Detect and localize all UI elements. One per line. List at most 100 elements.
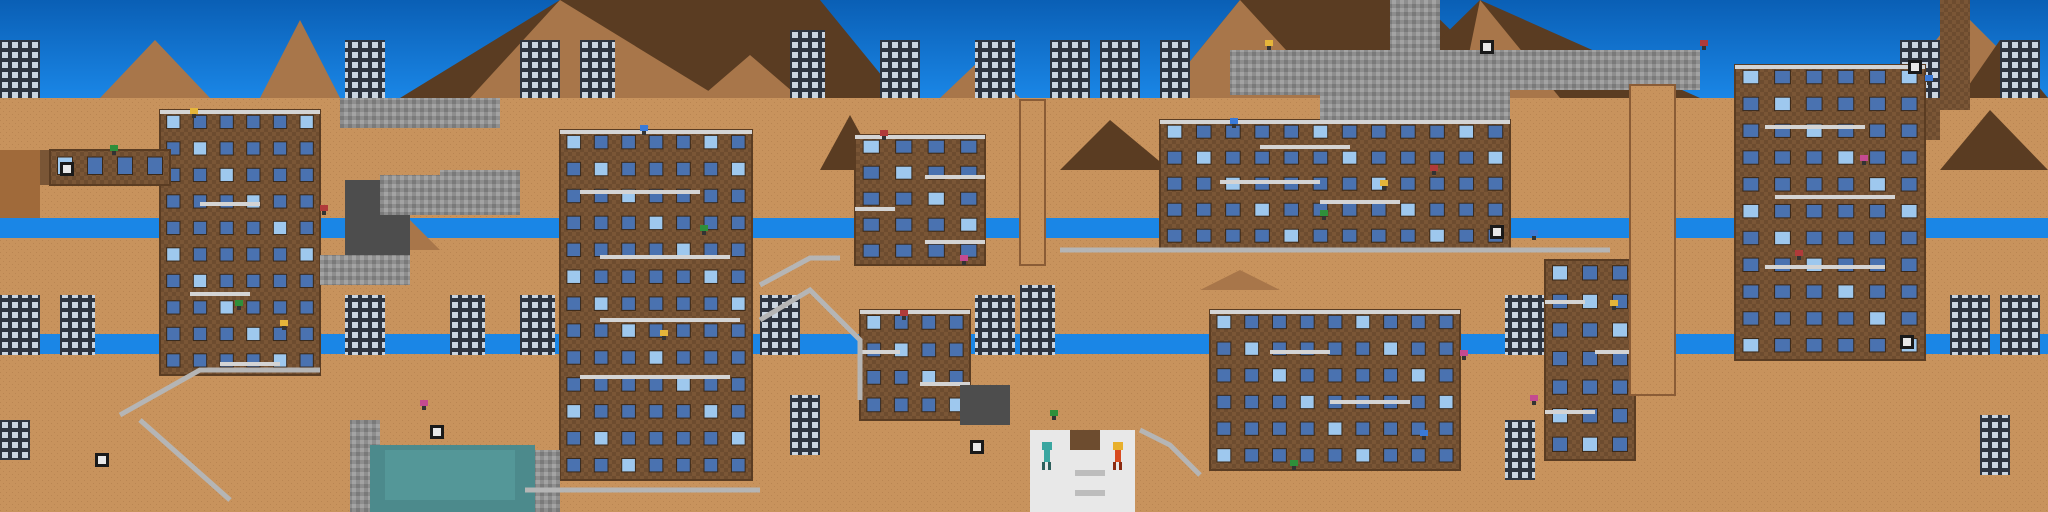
skyscraper	[345, 295, 385, 355]
window	[1438, 314, 1454, 330]
window	[1283, 150, 1300, 165]
window	[593, 161, 609, 177]
window	[1216, 421, 1232, 436]
ledge	[925, 175, 985, 179]
enemy-sprite	[1265, 40, 1273, 50]
ledge	[220, 362, 280, 366]
enemy-sprite	[110, 145, 118, 155]
window	[1900, 257, 1918, 273]
window	[1195, 124, 1212, 139]
window	[895, 139, 913, 154]
window	[299, 220, 314, 236]
window	[1383, 314, 1398, 330]
enemy-sprite	[1700, 40, 1708, 50]
window	[730, 161, 746, 177]
window	[1225, 202, 1241, 217]
window	[566, 350, 582, 365]
ledge	[1775, 195, 1895, 199]
window	[703, 134, 719, 150]
window	[862, 217, 880, 232]
window	[730, 269, 746, 284]
window	[960, 243, 978, 258]
window	[676, 134, 691, 150]
window	[1283, 228, 1300, 243]
window	[1837, 257, 1855, 273]
window	[192, 273, 208, 289]
window	[1612, 379, 1628, 395]
window	[1612, 408, 1628, 424]
window	[862, 139, 880, 154]
window	[1869, 177, 1886, 192]
window	[1244, 394, 1260, 410]
window	[166, 326, 181, 342]
window	[1400, 176, 1416, 191]
window	[1805, 177, 1823, 192]
window	[192, 300, 208, 315]
window	[1805, 257, 1823, 273]
window	[299, 194, 314, 209]
window	[192, 114, 208, 130]
enemy-sprite	[1290, 460, 1298, 470]
window	[703, 404, 719, 419]
window	[676, 161, 691, 177]
window	[1774, 69, 1791, 85]
crate	[970, 440, 984, 454]
window	[1869, 311, 1886, 326]
window	[703, 296, 719, 311]
window	[1327, 314, 1343, 330]
window	[1742, 177, 1760, 192]
window	[1355, 421, 1371, 436]
window	[1216, 341, 1232, 356]
window	[1195, 228, 1212, 243]
skyscraper	[520, 295, 555, 355]
window	[730, 431, 746, 446]
window	[1272, 314, 1287, 330]
window	[621, 134, 636, 150]
window	[621, 457, 636, 473]
window	[1327, 368, 1343, 383]
window	[593, 404, 609, 419]
window	[147, 156, 163, 175]
ledge	[1595, 350, 1635, 354]
window	[219, 273, 234, 289]
window	[621, 404, 636, 419]
window	[1225, 228, 1241, 243]
window	[927, 243, 945, 258]
window	[1582, 322, 1598, 338]
ledge	[1260, 145, 1350, 149]
window	[1774, 257, 1791, 273]
shafts	[1019, 84, 1676, 396]
window	[893, 342, 909, 358]
window	[1869, 338, 1886, 353]
window	[593, 431, 609, 446]
window	[299, 353, 314, 368]
window	[166, 247, 181, 262]
skyscraper	[1100, 40, 1140, 98]
window	[566, 269, 582, 284]
window	[272, 326, 288, 342]
window	[1900, 123, 1918, 138]
ledge	[855, 207, 895, 211]
skyscraper	[580, 40, 615, 98]
window	[246, 326, 261, 342]
window	[1552, 265, 1568, 281]
window	[593, 377, 609, 392]
window	[648, 134, 664, 150]
window	[676, 350, 691, 365]
skyscraper	[2000, 295, 2040, 355]
window	[1458, 202, 1475, 217]
enemy-sprite	[900, 310, 908, 320]
window	[1272, 394, 1287, 410]
window	[866, 370, 882, 385]
window	[927, 217, 945, 232]
skyscraper	[60, 295, 95, 355]
skyscraper	[0, 40, 40, 98]
window	[166, 300, 181, 315]
window	[166, 114, 181, 130]
window	[219, 167, 234, 183]
window	[730, 188, 746, 204]
window	[1774, 338, 1791, 353]
window	[1774, 311, 1791, 326]
window	[1869, 230, 1886, 246]
window	[1552, 379, 1568, 395]
